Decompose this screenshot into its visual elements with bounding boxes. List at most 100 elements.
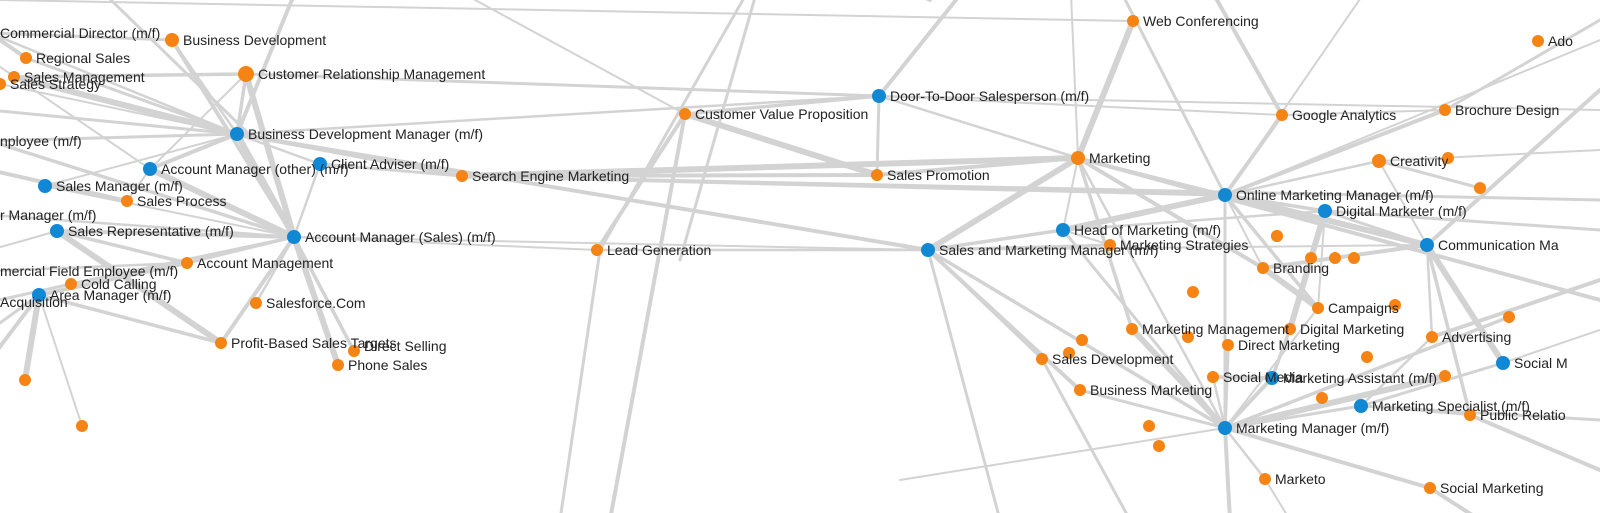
skill-node-sales-process[interactable] — [121, 195, 133, 207]
skill-node-u12[interactable] — [1316, 392, 1328, 404]
edge-line — [1060, 192, 1228, 233]
job-node-digital-marketer[interactable] — [1318, 204, 1332, 218]
edge-line — [925, 155, 1081, 253]
skill-node-profit-based-sales-targets[interactable] — [215, 337, 227, 349]
skill-node-u19[interactable] — [1439, 370, 1451, 382]
skill-node-marketing-management[interactable] — [1126, 323, 1138, 335]
skill-node-social-marketing[interactable] — [1424, 482, 1436, 494]
skill-node-sales-management[interactable] — [8, 71, 20, 83]
skill-node-creativity[interactable] — [1372, 154, 1386, 168]
skill-node-web-conferencing[interactable] — [1127, 15, 1139, 27]
job-node-marketing-manager[interactable] — [1218, 421, 1232, 435]
edge-line — [1223, 315, 1511, 430]
skill-node-advertising[interactable] — [1426, 331, 1438, 343]
skill-node-u7[interactable] — [1187, 286, 1199, 298]
skill-node-crm[interactable] — [238, 66, 254, 82]
skill-node-ado[interactable] — [1532, 35, 1544, 47]
skill-node-direct-selling[interactable] — [348, 345, 360, 357]
job-node-marketing-specialist[interactable] — [1354, 399, 1368, 413]
job-node-social-m[interactable] — [1496, 356, 1510, 370]
job-node-communication-manager[interactable] — [1420, 238, 1434, 252]
skill-node-u16[interactable] — [1153, 440, 1165, 452]
skill-node-phone-sales[interactable] — [332, 359, 344, 371]
edge-line — [1075, 18, 1136, 161]
skill-node-business-development[interactable] — [165, 33, 179, 47]
skill-node-u1[interactable] — [19, 374, 31, 386]
edge-line — [1062, 229, 1111, 246]
skill-node-marketing-strategies[interactable] — [1104, 239, 1116, 251]
node-label-sales-and-marketing-manager: Sales and Marketing Manager (m/f) — [939, 242, 1158, 258]
skill-node-social-media[interactable] — [1207, 371, 1219, 383]
skill-node-salesforce[interactable] — [250, 297, 262, 309]
edge-line — [682, 111, 880, 178]
node-layer — [0, 15, 1544, 494]
job-node-door-to-door[interactable] — [872, 89, 886, 103]
skill-node-regional-sales[interactable] — [20, 52, 32, 64]
job-node-sales-and-marketing-manager[interactable] — [921, 243, 935, 257]
skill-node-marketing[interactable] — [1071, 151, 1085, 165]
node-label-marketing-specialist: Marketing Specialist (m/f) — [1372, 398, 1530, 414]
skill-node-direct-marketing[interactable] — [1222, 339, 1234, 351]
skill-node-branding[interactable] — [1257, 262, 1269, 274]
skill-node-customer-value-proposition[interactable] — [679, 108, 691, 120]
skill-node-u11[interactable] — [1361, 351, 1373, 363]
edge-line — [38, 294, 83, 427]
job-node-bdm[interactable] — [230, 127, 244, 141]
skill-node-u5[interactable] — [1329, 252, 1341, 264]
skill-node-u14[interactable] — [1063, 347, 1075, 359]
node-label-sales-representative: Sales Representative (m/f) — [68, 223, 234, 239]
node-label-account-manager-other: Account Manager (other) (m/f) — [161, 161, 349, 177]
job-node-sales-manager[interactable] — [38, 179, 52, 193]
skill-node-brochure-design[interactable] — [1439, 104, 1451, 116]
skill-node-marketo[interactable] — [1259, 473, 1271, 485]
node-label-marketing-strategies: Marketing Strategies — [1120, 237, 1248, 253]
node-label-business-marketing: Business Marketing — [1090, 382, 1212, 398]
edge-line — [1377, 159, 1482, 190]
skill-node-digital-marketing[interactable] — [1284, 323, 1296, 335]
job-node-account-manager-other[interactable] — [143, 162, 157, 176]
node-label-area-manager: Area Manager (m/f) — [50, 287, 171, 303]
skill-node-account-management[interactable] — [181, 257, 193, 269]
skill-node-u10[interactable] — [1389, 299, 1401, 311]
skill-node-u4[interactable] — [1305, 252, 1317, 264]
skill-node-google-analytics[interactable] — [1276, 109, 1288, 121]
skill-node-cold-calling[interactable] — [65, 278, 77, 290]
edge-line — [459, 155, 1081, 179]
skill-node-u6[interactable] — [1348, 252, 1360, 264]
edge-line — [1323, 209, 1429, 247]
skill-node-sales-strategy[interactable] — [0, 78, 6, 90]
job-node-area-manager[interactable] — [32, 288, 46, 302]
skill-node-campaigns[interactable] — [1312, 302, 1324, 314]
skill-node-u13[interactable] — [1076, 334, 1088, 346]
skill-node-search-engine-marketing[interactable] — [456, 170, 468, 182]
edge-line — [926, 228, 1065, 252]
job-node-account-manager-sales[interactable] — [287, 230, 301, 244]
edge-line — [0, 293, 41, 325]
skill-node-u15[interactable] — [1143, 420, 1155, 432]
node-label-marketing-management: Marketing Management — [1142, 321, 1289, 337]
skill-node-u2[interactable] — [76, 420, 88, 432]
edge-line — [24, 56, 239, 136]
node-label-door-to-door: Door-To-Door Salesperson (m/f) — [890, 88, 1089, 104]
job-node-client-adviser[interactable] — [313, 157, 327, 171]
skill-node-business-marketing[interactable] — [1074, 384, 1086, 396]
skill-node-u18[interactable] — [1503, 311, 1515, 323]
edge-line — [12, 72, 248, 79]
edge-line — [149, 73, 247, 170]
job-node-marketing-assistant[interactable] — [1265, 371, 1279, 385]
edge-line — [1123, 0, 1227, 197]
job-node-online-marketing-manager[interactable] — [1218, 188, 1232, 202]
skill-node-u20[interactable] — [1271, 230, 1283, 242]
node-label-social-marketing: Social Marketing — [1440, 480, 1544, 496]
skill-node-sales-development[interactable] — [1036, 353, 1048, 365]
skill-node-public-relations[interactable] — [1464, 409, 1476, 421]
edge-line — [1223, 426, 1432, 490]
skill-node-u17[interactable] — [1182, 331, 1194, 343]
skill-node-u8[interactable] — [1474, 182, 1486, 194]
job-node-head-of-marketing[interactable] — [1056, 223, 1070, 237]
skill-node-lead-generation[interactable] — [591, 244, 603, 256]
node-label-account-manager-sales: Account Manager (Sales) (m/f) — [305, 229, 496, 245]
skill-node-sales-promotion[interactable] — [871, 169, 883, 181]
skill-node-u9[interactable] — [1442, 152, 1454, 164]
job-node-sales-representative[interactable] — [50, 224, 64, 238]
